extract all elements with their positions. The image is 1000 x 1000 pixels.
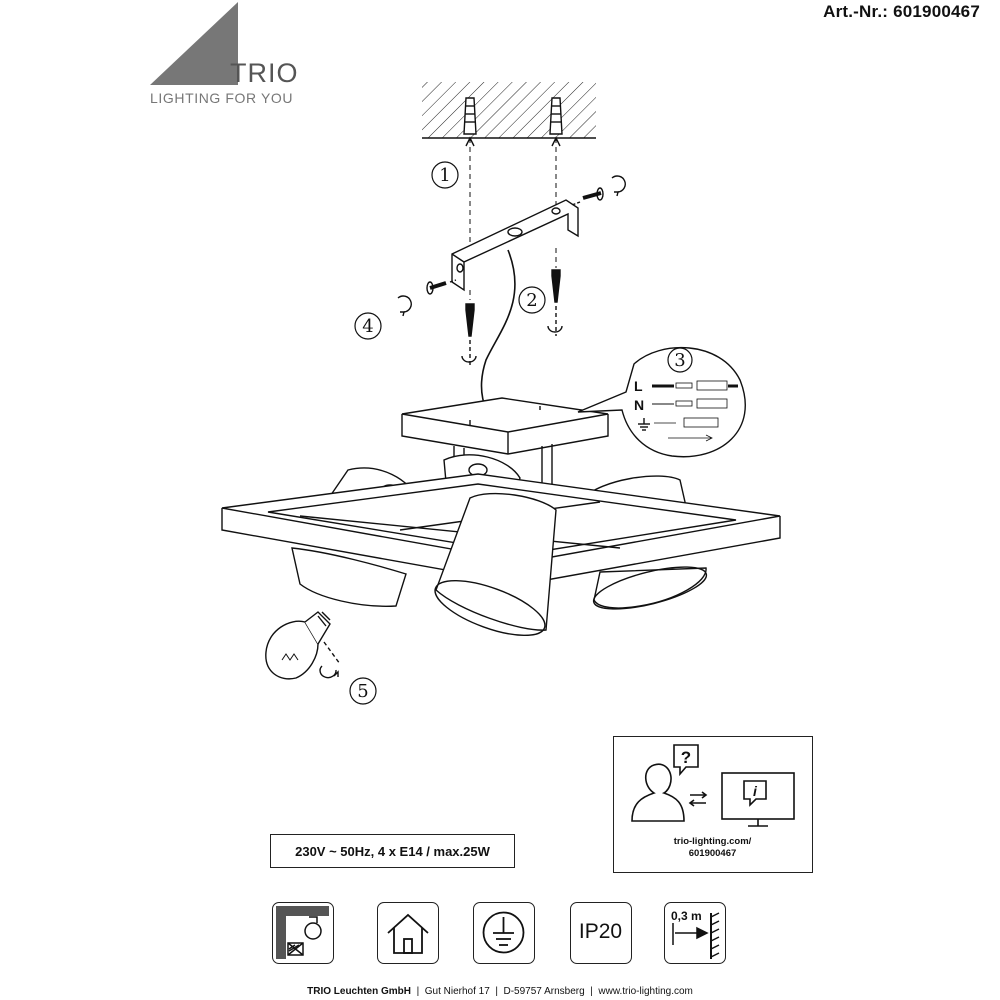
- footer-city: D-59757 Arnsberg: [503, 986, 585, 997]
- logo-tagline: LIGHTING FOR YOU: [150, 90, 294, 106]
- user-question-icon: ?: [631, 744, 699, 822]
- neutral-wire-label: N: [634, 397, 644, 413]
- logo-brand: TRIO: [230, 58, 299, 88]
- info-url[interactable]: trio-lighting.com/ 601900467: [614, 836, 811, 860]
- footer-website[interactable]: www.trio-lighting.com: [598, 986, 693, 997]
- canopy: [401, 397, 609, 455]
- screw-icon: [571, 175, 626, 206]
- minimum-distance-label: 0,3 m: [671, 909, 702, 923]
- protection-class-1-icon: [473, 902, 535, 964]
- step-2-number: 2: [526, 290, 537, 311]
- svg-text:?: ?: [681, 748, 691, 767]
- screw-icon: [461, 269, 563, 366]
- light-bulb-icon: [265, 611, 341, 680]
- spotlight-shade: [291, 492, 708, 637]
- electrical-specs: 230V ~ 50Hz, 4 x E14 / max.25W: [270, 834, 515, 868]
- indoor-use-icon: [377, 902, 439, 964]
- footer-street: Gut Nierhof 17: [424, 986, 490, 997]
- screw-icon: [397, 279, 457, 317]
- trio-logo-triangle-icon: [150, 2, 238, 85]
- step-5-number: 5: [357, 681, 368, 702]
- step-1-number: 1: [439, 165, 450, 186]
- ip-rating-icon: IP20: [570, 902, 632, 964]
- ground-icon: [638, 418, 650, 431]
- wiring-detail: 3 L N: [577, 346, 746, 458]
- step-4-number: 4: [362, 316, 373, 337]
- exchange-arrows-icon: [688, 791, 708, 807]
- minimum-distance-icon: 0,3 m: [664, 902, 726, 964]
- monitor-info-icon: i: [721, 772, 795, 827]
- wall-plug-icon: [463, 97, 563, 135]
- step-3-number: 3: [674, 350, 685, 371]
- svg-text:i: i: [753, 783, 758, 799]
- mounting-bracket: [451, 199, 579, 292]
- info-url-line2: 601900467: [688, 848, 737, 859]
- live-wire-label: L: [634, 378, 643, 394]
- ceiling-icon: [422, 82, 596, 139]
- footer-company: TRIO Leuchten GmbH: [307, 986, 412, 997]
- article-number: Art.-Nr.: 601900467: [823, 2, 980, 21]
- info-url-line1: trio-lighting.com/: [673, 836, 752, 847]
- footer-address: TRIO Leuchten GmbH | Gut Nierhof 17 | D-…: [307, 986, 693, 997]
- online-info-box: ? i trio-lighting.com/ 601900467: [613, 736, 813, 873]
- no-insulation-cover-icon: [272, 902, 334, 964]
- ip-rating-label: IP20: [578, 920, 623, 943]
